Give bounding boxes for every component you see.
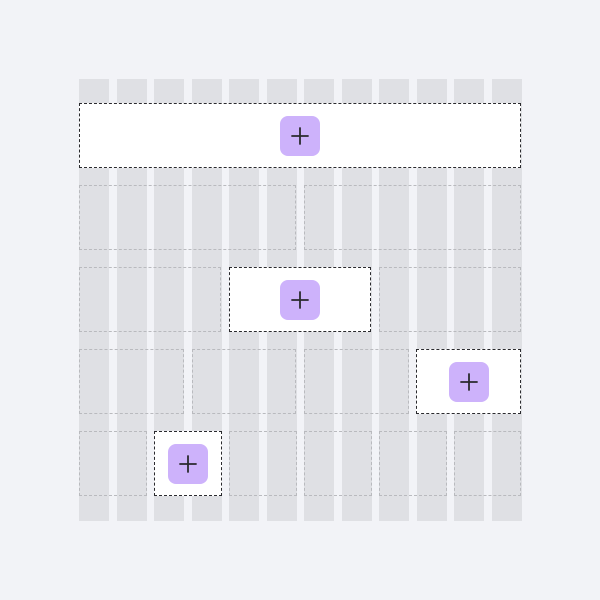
grid-slot-span-2[interactable] <box>229 431 297 496</box>
plus-icon <box>291 126 309 145</box>
add-block-button[interactable] <box>280 115 320 156</box>
add-block-button[interactable] <box>167 443 208 484</box>
add-block-button[interactable] <box>448 361 489 402</box>
grid-slot-span-2[interactable] <box>79 431 147 496</box>
grid-slot-active-span-3[interactable] <box>416 349 521 414</box>
plus-icon <box>178 454 197 473</box>
grid-slot-span-2[interactable] <box>379 431 447 496</box>
grid-slot-span-6[interactable] <box>304 185 521 250</box>
grid-slot-active-span-4[interactable] <box>229 267 371 332</box>
plus-icon <box>291 290 309 309</box>
grid-slot-span-3[interactable] <box>304 349 409 414</box>
grid-slot-active-span-12[interactable] <box>79 103 521 168</box>
grid-slot-span-2[interactable] <box>304 431 372 496</box>
grid-slot-span-3[interactable] <box>79 349 184 414</box>
grid-slot-span-3[interactable] <box>191 349 296 414</box>
grid-slot-span-6[interactable] <box>79 185 296 250</box>
add-block-button[interactable] <box>280 279 320 320</box>
grid-slot-span-4[interactable] <box>79 267 221 332</box>
plus-icon <box>459 372 478 391</box>
grid-slot-active-span-2[interactable] <box>154 431 222 496</box>
grid-slot-span-4[interactable] <box>379 267 521 332</box>
grid-slot-span-2[interactable] <box>454 431 521 496</box>
